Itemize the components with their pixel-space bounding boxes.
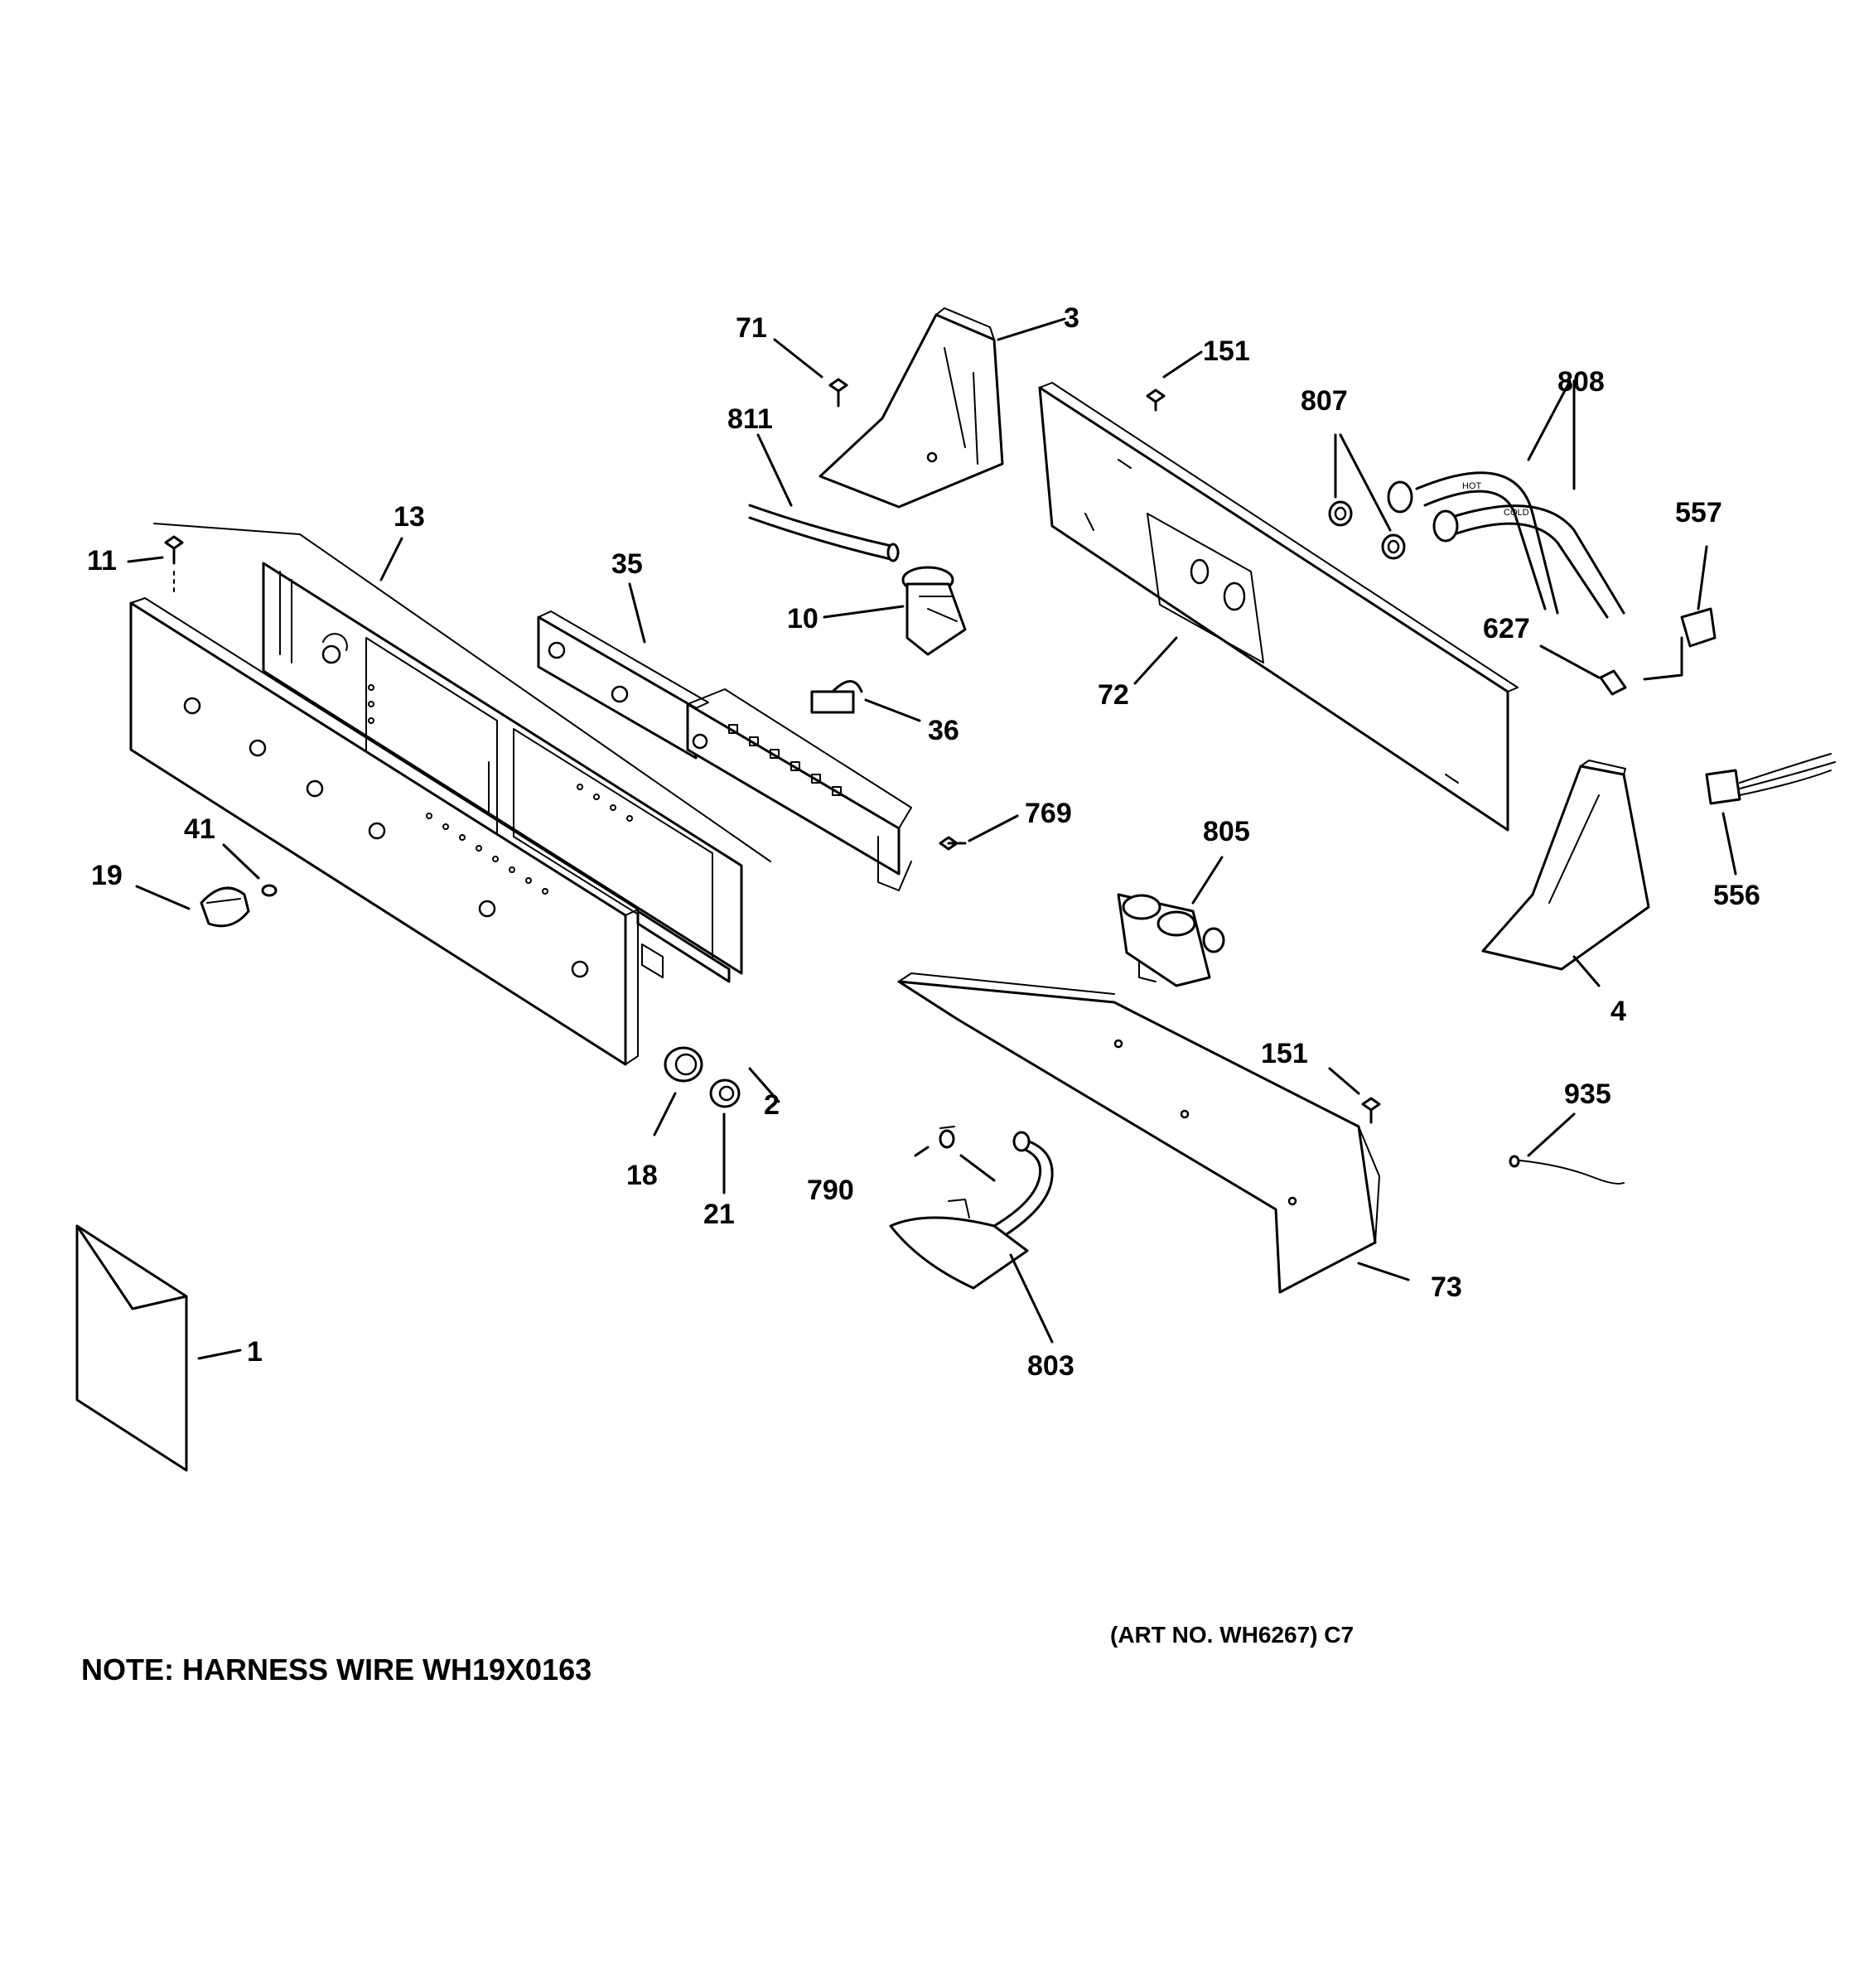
- callout-21: 21: [703, 1199, 735, 1230]
- callout-935: 935: [1564, 1078, 1611, 1110]
- part-935-ground-wire: [1509, 1155, 1625, 1185]
- art-number: (ART NO. WH6267) C7: [1110, 1622, 1354, 1648]
- part-556-wire-connector: [1705, 753, 1836, 805]
- callout-labels: 1 2 3 4 10 11 13 18 19 21 35 36 41 71 72…: [87, 302, 1760, 1382]
- part-1-manual-envelope: [75, 1224, 188, 1472]
- part-627-grommet: [1599, 669, 1627, 696]
- part-807-washers: [1328, 500, 1406, 560]
- callout-73: 73: [1431, 1271, 1462, 1303]
- part-36-control-board: [686, 680, 912, 891]
- part-4-side-bracket: [1481, 760, 1650, 971]
- callout-803: 803: [1027, 1350, 1074, 1382]
- frame-holes: [368, 684, 633, 822]
- callout-18: 18: [626, 1160, 658, 1191]
- callout-790: 790: [807, 1175, 854, 1206]
- part-72-back-panel: [1038, 382, 1519, 832]
- harness-note: NOTE: HARNESS WIRE WH19X0163: [81, 1653, 592, 1686]
- callout-151-lower: 151: [1261, 1038, 1308, 1069]
- part-769-screw: [939, 836, 967, 851]
- callout-627: 627: [1483, 613, 1530, 644]
- callout-13: 13: [394, 501, 425, 533]
- part-811-tube: [748, 504, 900, 562]
- part-808-fill-hoses: HOT COLD: [1387, 471, 1625, 619]
- part-3-end-cap: [819, 307, 1004, 509]
- part-18-button-ring: [664, 1046, 703, 1083]
- part-803-dispenser-inlet: [889, 1131, 1054, 1290]
- part-2-console-panel: [129, 597, 731, 1066]
- part-11-screw: [164, 535, 184, 597]
- board-connectors: [728, 724, 842, 796]
- callout-3: 3: [1064, 302, 1079, 334]
- callout-10: 10: [787, 603, 819, 635]
- part-805-water-valve: [1117, 893, 1225, 987]
- callout-71: 71: [736, 312, 767, 344]
- callout-556: 556: [1713, 880, 1760, 911]
- part-557-connector: [1643, 607, 1717, 681]
- callout-35: 35: [611, 548, 643, 580]
- part-151-screw-top: [1146, 388, 1166, 412]
- part-151-screw-lower: [1361, 1097, 1381, 1124]
- hose-label-cold: COLD: [1504, 508, 1529, 518]
- callout-2: 2: [764, 1089, 780, 1121]
- callout-4: 4: [1610, 996, 1626, 1027]
- hose-label-hot: HOT: [1462, 481, 1482, 491]
- callout-1: 1: [247, 1336, 263, 1368]
- callout-72: 72: [1098, 679, 1129, 711]
- callout-557: 557: [1675, 497, 1722, 528]
- callout-11: 11: [87, 545, 117, 577]
- part-71-screw: [828, 378, 848, 408]
- part-41-clip: [261, 884, 278, 897]
- part-10-pressure-switch: [901, 566, 967, 656]
- panel-led-row: [426, 813, 548, 895]
- callout-769: 769: [1025, 798, 1072, 829]
- callout-41: 41: [184, 813, 215, 845]
- callout-36: 36: [928, 715, 959, 746]
- callout-19: 19: [91, 860, 123, 891]
- callout-807: 807: [1301, 385, 1348, 417]
- part-790-hose-clamp: [939, 1126, 955, 1149]
- part-19-knob: [200, 886, 250, 928]
- callout-808: 808: [1557, 366, 1605, 398]
- part-73-rear-bracket: [897, 972, 1380, 1294]
- callout-151-top: 151: [1203, 335, 1250, 367]
- callout-805: 805: [1203, 816, 1250, 847]
- part-21-button: [709, 1078, 741, 1108]
- callout-811: 811: [727, 403, 773, 435]
- leader-lines: [127, 317, 1737, 1360]
- part-35-bracket: [537, 610, 709, 760]
